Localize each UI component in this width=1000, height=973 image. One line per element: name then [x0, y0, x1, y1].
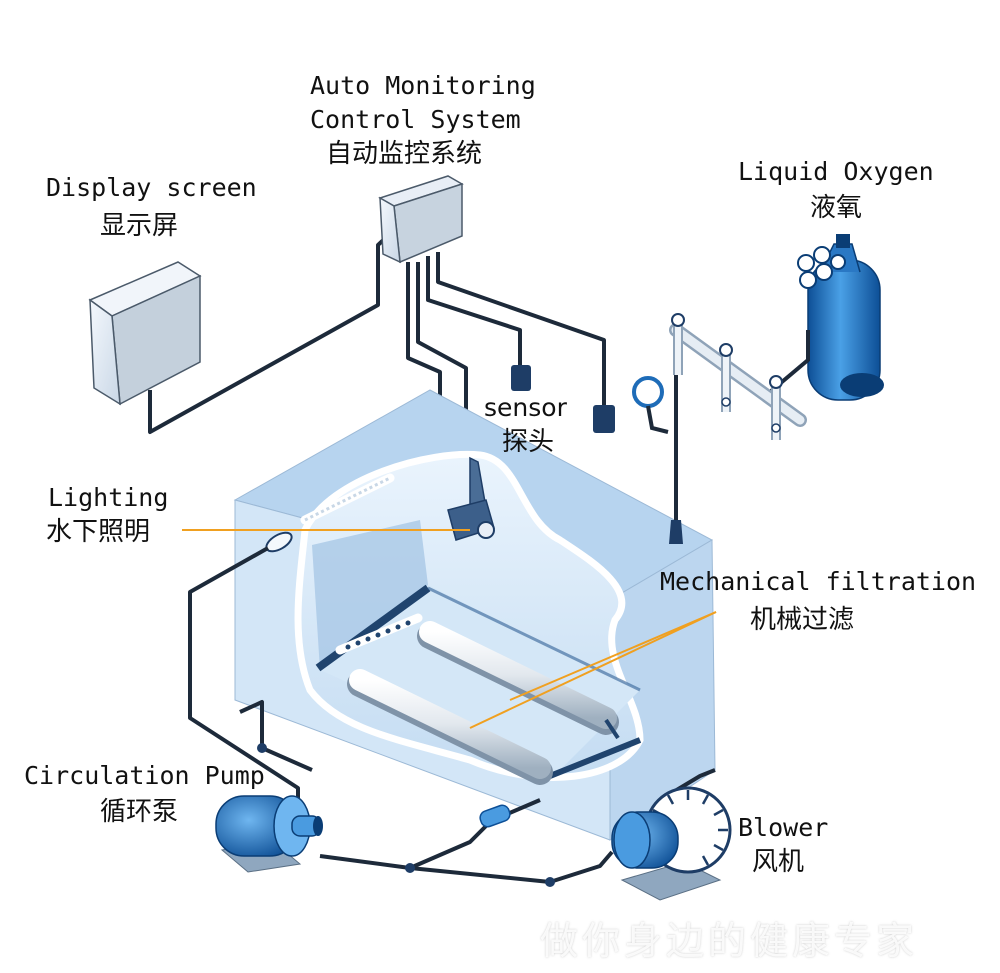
tank-outlet: [479, 804, 511, 828]
lighting-label-en: Lighting: [48, 483, 169, 512]
sensor-label-zh: 探头: [502, 427, 555, 457]
blower: [611, 786, 732, 901]
display-screen-label-en: Display screen: [46, 173, 257, 202]
blower-label-en: Blower: [738, 813, 829, 842]
liquid-oxygen-label-zh: 液氧: [810, 193, 863, 223]
control-box: [378, 175, 464, 264]
mechanical-filtration-label-en: Mechanical filtration: [660, 567, 977, 596]
circulation-pump-label-zh: 循环泵: [100, 797, 179, 827]
oxygen-manifold: [632, 313, 810, 544]
display-screen: [88, 261, 202, 406]
display-screen-label-zh: 显示屏: [100, 211, 179, 241]
liquid-oxygen-label-en: Liquid Oxygen: [738, 157, 934, 186]
lighting-label-zh: 水下照明: [46, 517, 151, 547]
filtration-tubes: [347, 621, 620, 785]
leader-lines: [182, 529, 717, 729]
blower-label-zh: 风机: [752, 847, 805, 877]
tank: [233, 389, 716, 841]
auto-monitoring-label-en-2: Control System: [310, 105, 521, 134]
underwater-light: [300, 473, 395, 525]
circulation-pump-label-en: Circulation Pump: [24, 761, 265, 790]
circulation-pipes: [188, 546, 716, 884]
pipe-joints: [257, 743, 555, 887]
circulation-pump: [215, 795, 323, 873]
auto-monitoring-label-zh: 自动监控系统: [326, 139, 483, 169]
mechanical-filtration-label-zh: 机械过滤: [750, 605, 855, 635]
auto-monitoring-label-en-1: Auto Monitoring: [310, 71, 536, 100]
sensor-label-en: sensor: [484, 393, 567, 422]
liquid-oxygen-tank: [797, 234, 884, 401]
aeration-pipe: [335, 613, 423, 655]
watermark: 做你身边的健康专家: [540, 919, 919, 963]
